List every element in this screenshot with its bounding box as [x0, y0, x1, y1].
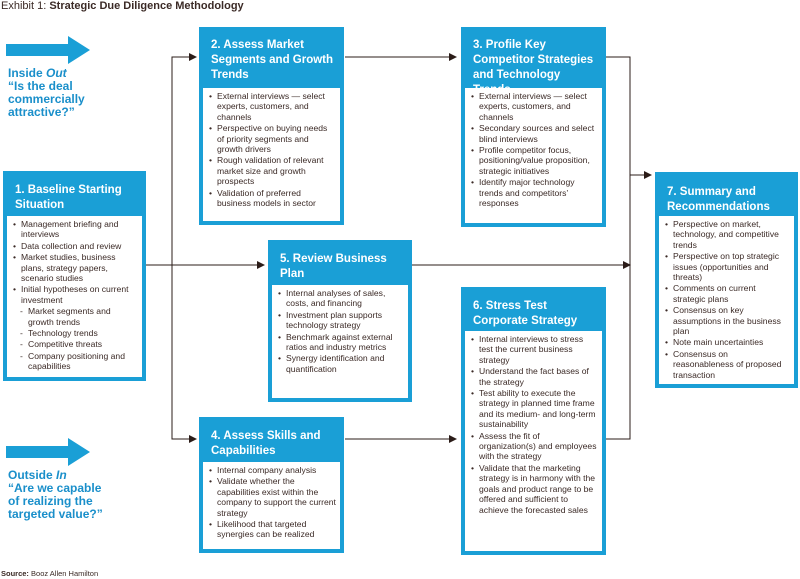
connector-6-to-7	[606, 175, 631, 440]
box-title: 6. Stress Test Corporate Strategy	[473, 300, 578, 327]
list-item: External interviews — select experts, cu…	[471, 91, 598, 122]
list-item: Validate whether the capabilities exist …	[209, 476, 336, 518]
box-title: 1. Baseline Starting Situation	[15, 184, 122, 211]
list-item: Market studies, business plans, strategy…	[13, 252, 138, 283]
box-list: External interviews — select experts, cu…	[209, 91, 336, 208]
list-item: Perspective on top strategic issues (opp…	[665, 251, 790, 282]
box-title: 4. Assess Skills and Capabilities	[211, 430, 321, 457]
list-item: Note main uncertainties	[665, 337, 790, 348]
box-assess-skills: 4. Assess Skills and Capabilities Intern…	[199, 417, 344, 553]
sub-list-item: Market segments and growth trends	[13, 306, 138, 327]
list-item: Initial hypotheses on current investment	[13, 284, 138, 305]
exhibit-title: Exhibit 1: Strategic Due Diligence Metho…	[1, 0, 244, 12]
box-list: External interviews — select experts, cu…	[471, 91, 598, 208]
list-item: Secondary sources and select blind inter…	[471, 123, 598, 144]
list-item: Likelihood that targeted synergies can b…	[209, 519, 336, 540]
box-title: 5. Review Business Plan	[280, 253, 387, 280]
list-item: Rough validation of relevant market size…	[209, 155, 336, 186]
box-list: Management briefing and interviewsData c…	[13, 219, 138, 372]
source-label: Source:	[1, 569, 29, 578]
list-item: Consensus on key assumptions in the busi…	[665, 305, 790, 336]
list-item: Management briefing and interviews	[13, 219, 138, 240]
list-item: Perspective on buying needs of priority …	[209, 123, 336, 154]
box-list: Internal analyses of sales, costs, and f…	[278, 288, 404, 374]
list-item: Identify major technology trends and com…	[471, 177, 598, 208]
source-text: Booz Allen Hamilton	[28, 569, 99, 578]
list-item: Understand the fact bases of the strateg…	[471, 366, 598, 387]
list-item: Benchmark against external ratios and in…	[278, 332, 404, 353]
list-item: Assess the fit of organization(s) and em…	[471, 431, 598, 462]
sub-list-item: Competitive threats	[13, 339, 138, 350]
sub-list-item: Technology trends	[13, 328, 138, 339]
box-list: Internal interviews to stress test the c…	[471, 334, 598, 515]
list-item: Internal interviews to stress test the c…	[471, 334, 598, 365]
list-item: Comments on current strategic plans	[665, 283, 790, 304]
inside-out-label: Inside Out “Is the deal commercially att…	[8, 66, 85, 119]
connector-1-to-4	[171, 265, 197, 443]
connector-1-to-2	[146, 53, 197, 266]
box-baseline-starting-situation: 1. Baseline Starting Situation Managemen…	[3, 171, 146, 381]
box-review-business-plan: 5. Review Business Plan Internal analyse…	[268, 240, 412, 402]
source-note: Source: Booz Allen Hamilton	[1, 569, 98, 578]
box-profile-competitors: 3. Profile Key Competitor Strategies and…	[461, 27, 606, 227]
list-item: Internal company analysis	[209, 465, 336, 476]
connector-3-to-7	[606, 56, 652, 179]
list-item: Validate that the marketing strategy is …	[471, 463, 598, 515]
box-assess-market-segments: 2. Assess Market Segments and Growth Tre…	[199, 27, 344, 225]
box-title: 7. Summary and Recommendations	[667, 186, 770, 213]
outside-in-arrow-icon	[6, 438, 90, 466]
exhibit-heading: Strategic Due Diligence Methodology	[49, 0, 244, 12]
sub-list-item: Company positioning and capabilities	[13, 351, 138, 372]
list-item: Consensus on reasonableness of proposed …	[665, 349, 790, 380]
inside-out-arrow-icon	[6, 36, 90, 64]
list-item: External interviews — select experts, cu…	[209, 91, 336, 122]
list-item: Validation of preferred business models …	[209, 188, 336, 209]
list-item: Data collection and review	[13, 241, 138, 252]
list-item: Internal analyses of sales, costs, and f…	[278, 288, 404, 309]
list-item: Investment plan supports technology stra…	[278, 310, 404, 331]
list-item: Test ability to execute the strategy in …	[471, 388, 598, 430]
outside-in-label: Outside In “Are we capable of realizing …	[8, 468, 103, 521]
box-stress-test-strategy: 6. Stress Test Corporate Strategy Intern…	[461, 287, 606, 555]
exhibit-prefix: Exhibit 1:	[1, 0, 50, 12]
list-item: Perspective on market, technology, and c…	[665, 219, 790, 250]
box-title: 2. Assess Market Segments and Growth Tre…	[211, 39, 334, 81]
box-list: Internal company analysisValidate whethe…	[209, 465, 336, 540]
list-item: Synergy identification and quantificatio…	[278, 353, 404, 374]
box-list: Perspective on market, technology, and c…	[665, 219, 790, 380]
box-summary-recommendations: 7. Summary and Recommendations Perspecti…	[655, 172, 798, 388]
list-item: Profile competitor focus, positioning/va…	[471, 145, 598, 176]
